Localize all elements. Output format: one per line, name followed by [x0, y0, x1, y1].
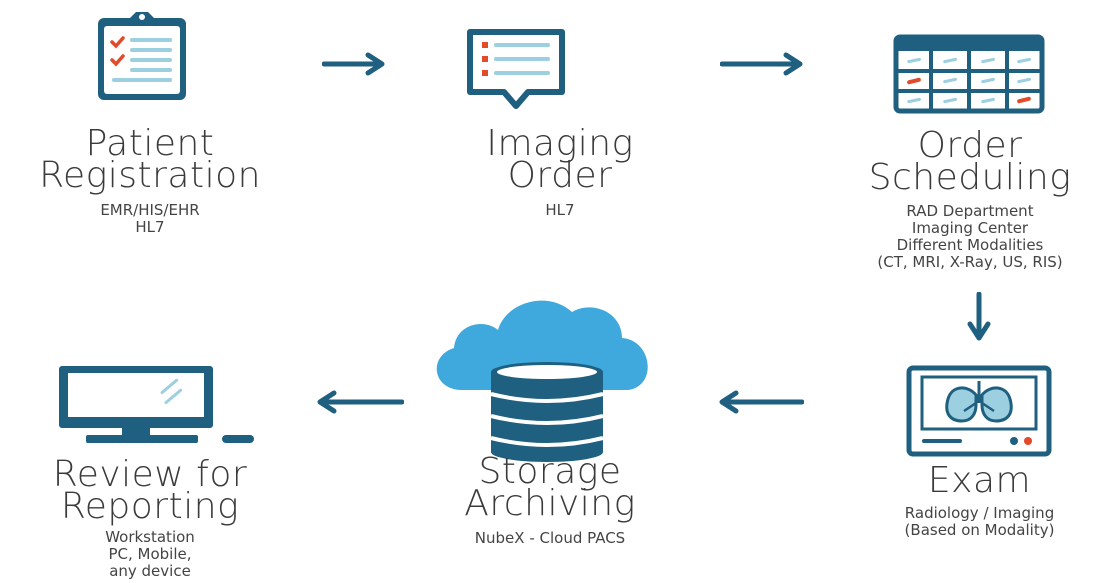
step-title: Order Scheduling [868, 125, 1072, 198]
step-subtitle: HL7 [545, 201, 575, 219]
step-patient-registration: Patient Registration EMR/HIS/EHR HL7 [0, 0, 300, 290]
step-title: Exam [927, 460, 1032, 501]
arrow-right-icon [322, 52, 385, 76]
clipboard-icon [98, 12, 186, 100]
step-exam: Exam Radiology / Imaging (Based on Modal… [840, 355, 1119, 583]
arrow-right-icon [720, 52, 803, 76]
lungs-scan-icon [906, 365, 1052, 457]
workstation-icon [59, 366, 254, 443]
message-list-icon [467, 29, 565, 109]
step-imaging-order: Imaging Order HL7 [420, 0, 700, 290]
step-subtitle: RAD Department Imaging Center Different … [877, 202, 1063, 271]
step-review-for-reporting: Review for Reporting Workstation PC, Mob… [0, 355, 300, 583]
step-subtitle: Radiology / Imaging (Based on Modality) [904, 504, 1055, 539]
arrow-down-icon [967, 292, 991, 341]
step-storage-archiving: Storage Archiving NubeX - Cloud PACS [410, 290, 690, 583]
step-subtitle: EMR/HIS/EHR HL7 [100, 201, 200, 236]
step-subtitle: Workstation PC, Mobile, any device [105, 528, 195, 580]
calendar-icon [893, 34, 1045, 114]
step-title: Imaging Order [486, 123, 634, 196]
step-title: Patient Registration [39, 123, 261, 196]
step-title: Storage Archiving [464, 451, 636, 524]
step-title: Review for Reporting [52, 454, 248, 527]
cloud-database-icon [436, 300, 648, 462]
step-order-scheduling: Order Scheduling RAD Department Imaging … [820, 0, 1119, 290]
step-subtitle: NubeX - Cloud PACS [474, 529, 626, 547]
arrow-left-icon [719, 390, 804, 414]
arrow-left-icon [317, 390, 404, 414]
